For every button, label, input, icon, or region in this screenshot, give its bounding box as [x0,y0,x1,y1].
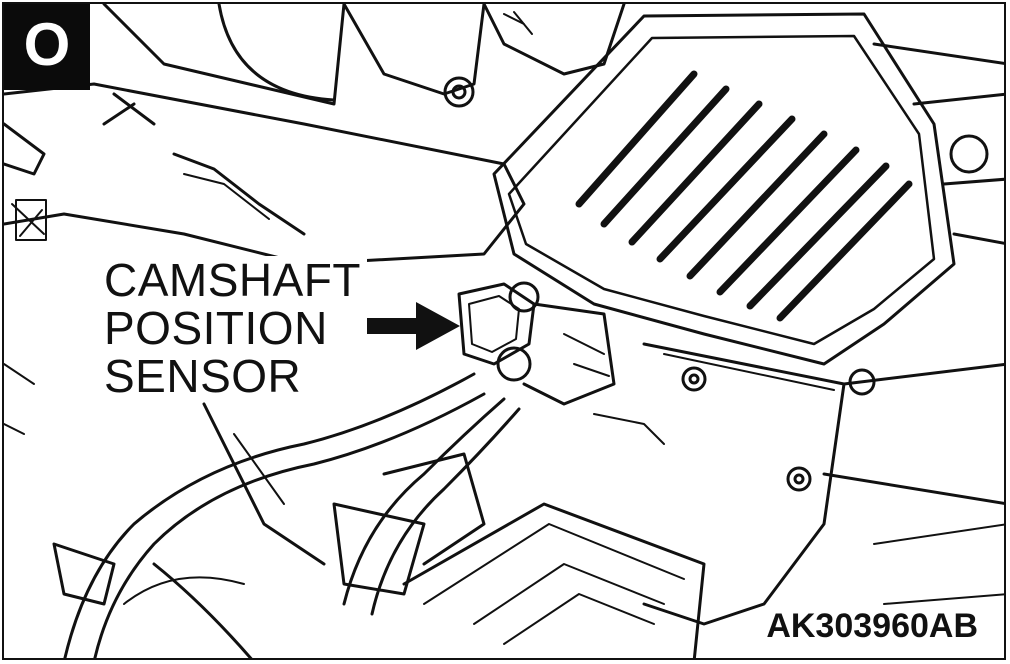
engine-cover [4,82,526,266]
badge-letter: O [23,11,71,78]
figure-code: AK303960AB [766,607,978,645]
intake-duct [642,342,1004,626]
section-badge: O [4,4,90,90]
callout-label: CAMSHAFT POSITION SENSOR [102,256,367,400]
wiring-harness [52,372,665,658]
lower-left-components [4,363,486,658]
sensor-assembly [457,281,616,406]
callout-line-2: POSITION [104,302,328,354]
arrow-right-icon [356,302,460,350]
engine-illustration [4,4,1004,658]
intake-runners [102,4,626,108]
callout-line-3: SENSOR [104,350,302,402]
callout-line-1: CAMSHAFT [104,254,361,306]
lower-air-box [402,502,706,658]
air-cleaner-housing [492,12,1004,366]
